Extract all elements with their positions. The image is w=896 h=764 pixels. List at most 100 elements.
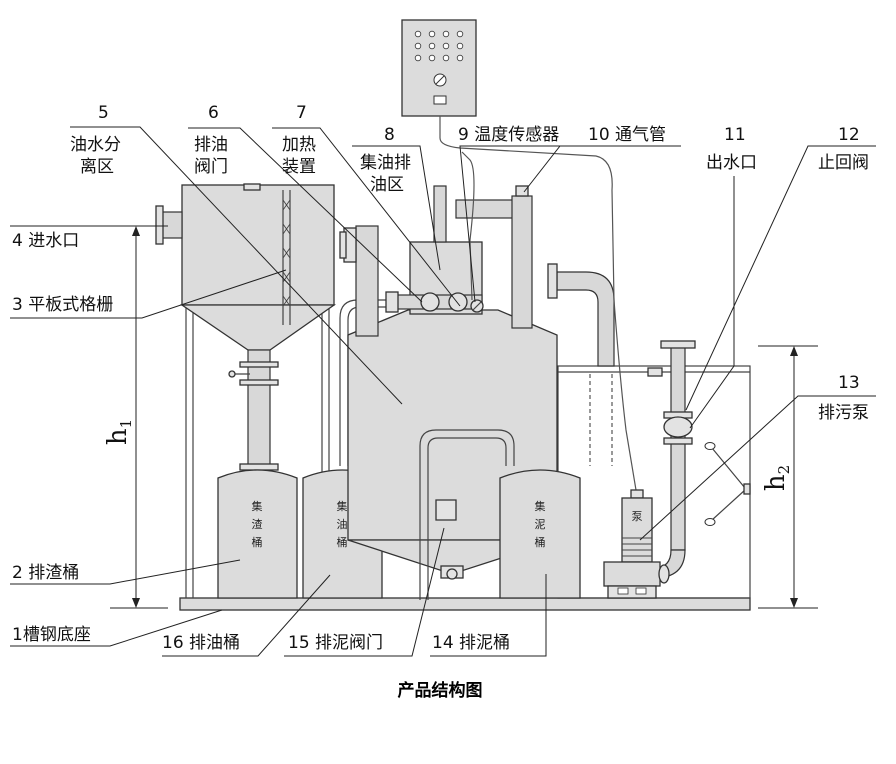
callout-1: 1槽钢底座 <box>12 625 91 645</box>
oil-drain-valve-wheel <box>420 292 440 312</box>
callout-6-number: 6 <box>208 103 219 123</box>
leader-9 <box>459 145 577 303</box>
sewage-pump-motor <box>621 497 653 563</box>
mud-bucket <box>499 469 581 599</box>
h1-letter: h <box>103 428 133 445</box>
mud-bucket-label-3: 桶 <box>535 535 546 549</box>
oil-collection-vent <box>433 185 447 243</box>
slag-bucket-label-3: 桶 <box>252 535 263 549</box>
float-cable-upper <box>711 447 746 489</box>
sensor-cable <box>461 151 475 301</box>
heating-device-cap <box>339 231 347 259</box>
float-switch-mount <box>743 483 751 495</box>
leader-3 <box>10 269 287 319</box>
callout-6-line1: 排油 <box>194 135 228 155</box>
h1-dimension-label: h1 <box>103 419 135 445</box>
slag-bucket <box>217 469 298 599</box>
slag-bucket-neck <box>239 463 279 471</box>
leader-2 <box>10 559 241 585</box>
leader-lines <box>10 126 876 657</box>
callout-5-number: 5 <box>98 103 109 123</box>
pump-base-slot-a <box>617 587 629 595</box>
callout-10: 10 通气管 <box>588 125 666 145</box>
callout-4: 4 进水口 <box>12 231 79 251</box>
grille-tank-cap <box>243 183 261 191</box>
slag-valve-flange-bottom <box>239 379 279 386</box>
oil-drain-valve-body <box>385 291 399 313</box>
leader-14 <box>430 574 547 657</box>
callout-7-number: 7 <box>296 103 307 123</box>
diagram-title: 产品结构图 <box>398 680 483 701</box>
callout-11-line1: 出水口 <box>706 153 757 173</box>
callout-14: 14 排泥桶 <box>432 633 510 653</box>
pump-ribs <box>622 537 652 557</box>
heating-device-pipe <box>355 225 379 337</box>
h1-subscript: 1 <box>117 419 135 429</box>
callout-3: 3 平板式格栅 <box>12 295 113 315</box>
callout-6-line2: 阀门 <box>194 157 228 177</box>
flat-grille-mesh <box>282 199 291 307</box>
leader-10 <box>523 145 681 193</box>
pit-vent-block <box>647 367 663 377</box>
oil-bucket-label-1: 集 <box>337 499 348 513</box>
pump-base <box>607 585 657 599</box>
leader-11 <box>689 176 735 429</box>
h1-arrow-bottom <box>132 598 140 608</box>
callout-5-line1: 油水分 <box>70 135 121 155</box>
pump-base-slot-b <box>635 587 647 595</box>
check-valve-body <box>663 416 693 438</box>
callout-8-line1: 集油排 <box>360 153 411 173</box>
vent-pipe-cap <box>515 185 529 197</box>
control-switch-icon <box>433 95 447 105</box>
water-inlet-pipe <box>161 211 183 239</box>
outlet-pipe <box>670 345 686 551</box>
overflow-pipe <box>556 271 615 367</box>
oil-bucket-label-2: 油 <box>337 517 348 531</box>
slag-valve-knob <box>228 370 236 378</box>
leader-1 <box>10 609 223 647</box>
float-switch-upper <box>704 442 716 450</box>
oil-bucket-label-3: 桶 <box>337 535 348 549</box>
h2-subscript: 2 <box>775 465 793 475</box>
pump-label: 泵 <box>632 510 643 523</box>
slag-drain-pipe <box>247 349 271 471</box>
grille-separation-tank <box>181 184 335 306</box>
mud-pipe-loop-inner <box>427 437 507 600</box>
temperature-sensor-mark <box>472 301 482 311</box>
slag-bucket-label-2: 渣 <box>252 517 263 531</box>
water-inlet-flange <box>155 205 164 245</box>
leader-5 <box>70 126 403 405</box>
leader-6 <box>188 127 423 303</box>
h2-arrow-bottom <box>790 598 798 608</box>
callout-11-number: 11 <box>724 125 746 145</box>
float-switch-lower <box>704 518 716 526</box>
slag-valve-flange-top <box>239 361 279 368</box>
h2-letter: h <box>761 474 791 491</box>
callout-5-line2: 离区 <box>80 157 114 177</box>
callout-7-line2: 装置 <box>282 157 316 177</box>
h2-arrow-top <box>790 346 798 356</box>
leader-12 <box>685 145 876 411</box>
callout-13-number: 13 <box>838 373 860 393</box>
callout-12-number: 12 <box>838 125 860 145</box>
outlet-flange <box>660 340 696 349</box>
callout-12-line1: 止回阀 <box>818 153 869 173</box>
mud-outlet-flange <box>446 568 458 580</box>
control-box-lights <box>414 30 464 62</box>
leader-15 <box>284 527 445 657</box>
float-cable-lower <box>711 489 746 521</box>
mud-bucket-label-2: 泥 <box>535 518 546 531</box>
callout-16: 16 排油桶 <box>162 633 240 653</box>
callout-8-number: 8 <box>384 125 395 145</box>
pump-outlet-flange <box>658 564 670 584</box>
leader-16 <box>162 574 331 657</box>
callout-15: 15 排泥阀门 <box>288 633 383 653</box>
sewage-pump-volute <box>603 561 661 587</box>
leader-13 <box>639 395 876 541</box>
callout-2: 2 排渣桶 <box>12 563 79 583</box>
h1-arrow-top <box>132 226 140 236</box>
callout-8-line2: 油区 <box>370 175 404 195</box>
mud-pipe-loop-outer <box>419 429 515 600</box>
callout-9: 9 温度传感器 <box>458 125 559 145</box>
